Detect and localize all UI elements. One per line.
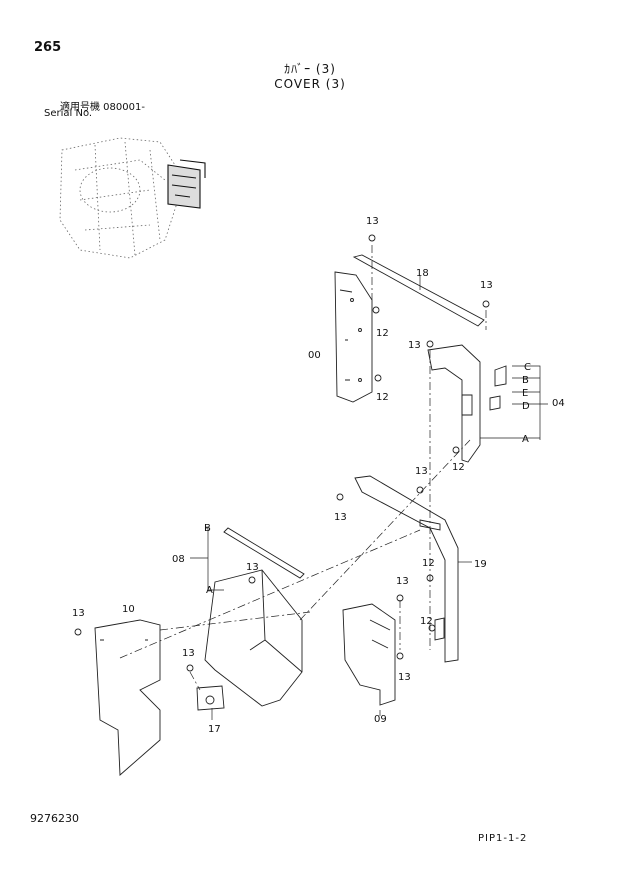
callout-12d: 12 (422, 558, 435, 569)
callout-13f: 13 (246, 562, 259, 573)
callout-08: 08 (172, 554, 185, 565)
callout-13c: 13 (408, 340, 421, 351)
callout-19: 19 (474, 559, 487, 570)
callout-13i: 13 (182, 648, 195, 659)
callout-00: 00 (308, 350, 321, 361)
thumbnail-highlight (167, 159, 206, 209)
callout-13a: 13 (366, 216, 379, 227)
page-reference: PIP1-1-2 (478, 833, 528, 844)
callout-12b: 12 (376, 392, 389, 403)
serial-label-english: Serial No. (44, 108, 93, 119)
title-english: COVER (3) (274, 77, 346, 91)
callout-labels: 13 18 13 12 00 13 12 C B E D 04 A 12 13 … (72, 216, 565, 735)
title-japanese: ｶﾊﾞｰ (3) (284, 62, 336, 76)
callout-09: 09 (374, 714, 387, 725)
callout-13b: 13 (480, 280, 493, 291)
bracket-04 (427, 344, 507, 463)
bolts (74, 234, 490, 672)
serial-label-japanese: 適用号機 080001- (60, 102, 145, 113)
part-17-bracket (196, 685, 225, 711)
callout-E: E (522, 388, 528, 399)
callout-13e: 13 (334, 512, 347, 523)
callout-C: C (524, 362, 531, 373)
page-number: 265 (34, 40, 62, 55)
callout-B2: B (204, 523, 211, 534)
callout-D: D (522, 401, 530, 412)
callout-18: 18 (416, 268, 429, 279)
callout-13d: 13 (415, 466, 428, 477)
callout-12a: 12 (376, 328, 389, 339)
callout-12c: 12 (452, 462, 465, 473)
callout-13h: 13 (72, 608, 85, 619)
part-18-strip (352, 254, 485, 327)
part-00-plate (334, 271, 373, 403)
callout-A2: A (206, 585, 213, 596)
assembly-lines (119, 245, 487, 691)
part-09-panel (342, 603, 396, 706)
callout-12e: 12 (420, 616, 433, 627)
callout-04: 04 (552, 398, 565, 409)
part-19-frame (354, 475, 459, 663)
center-cover (204, 569, 303, 707)
leader-lines (190, 276, 548, 720)
callout-13g: 13 (396, 576, 409, 587)
machine-thumbnail (59, 137, 179, 259)
callout-A: A (522, 434, 529, 445)
callout-13j: 13 (398, 672, 411, 683)
part-10-plate (94, 619, 161, 776)
callout-B: B (522, 375, 529, 386)
callout-17: 17 (208, 724, 221, 735)
part-08-rod (223, 527, 305, 579)
drawing-code: 9276230 (30, 812, 79, 825)
callout-10: 10 (122, 604, 135, 615)
